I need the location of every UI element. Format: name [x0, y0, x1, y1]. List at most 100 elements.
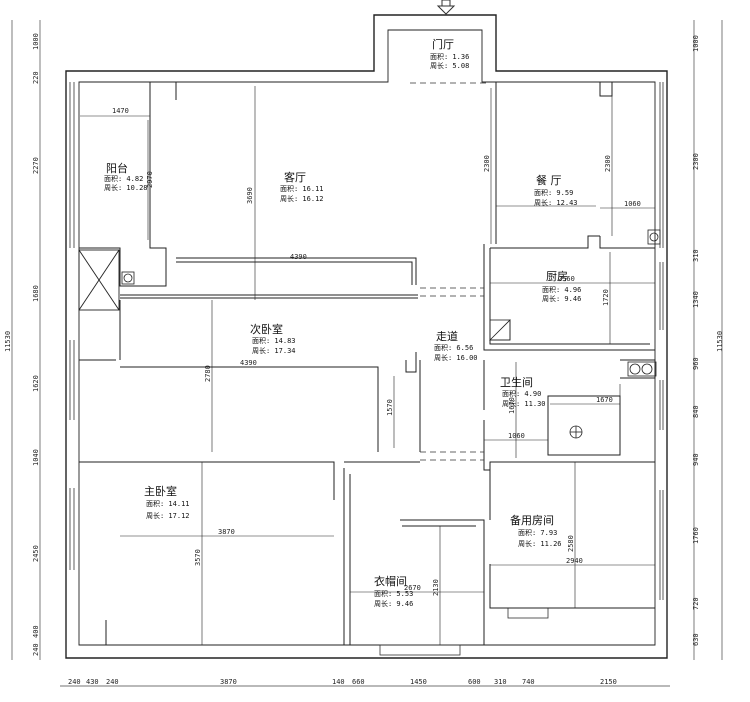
dim-label: 2940: [566, 557, 583, 565]
bottom-dim: 140: [332, 678, 345, 686]
room-name-kitchen: 厨房: [546, 270, 568, 283]
outer-walls: [65, 14, 668, 659]
bottom-dim: 310: [494, 678, 507, 686]
room-area-dining: 面积: 9.59: [534, 188, 573, 197]
dim-label: 3570: [194, 549, 202, 566]
room-perim-dining: 周长: 12.43: [534, 198, 578, 207]
bottom-dim: 600: [468, 678, 481, 686]
entrance-arrow-icon: [436, 0, 456, 15]
right-dim: 1000: [692, 35, 700, 52]
bottom-dim: 3870: [220, 678, 237, 686]
dim-label: 1060: [624, 200, 641, 208]
room-name-master-bedroom: 主卧室: [144, 484, 177, 498]
dim-label: 4390: [290, 253, 307, 261]
bottom-dim: 430: [86, 678, 99, 686]
outer-dimension-axes: [11, 20, 723, 687]
bottom-dim: 2150: [600, 678, 617, 686]
dim-label: 1670: [508, 397, 516, 414]
right-dim: 960: [692, 357, 700, 370]
bottom-dim: 740: [522, 678, 535, 686]
room-perim-living: 周长: 16.12: [280, 194, 324, 203]
left-dim: 1000: [32, 33, 40, 50]
dim-label: 2970: [146, 171, 154, 188]
left-dim: 2450: [32, 545, 40, 562]
dim-label: 1060: [508, 432, 525, 440]
right-dim: 2300: [692, 153, 700, 170]
bottom-dim: 1450: [410, 678, 427, 686]
room-area-living: 面积: 16.11: [280, 184, 324, 193]
room-perim-spare-room: 周长: 11.26: [518, 539, 562, 548]
room-name-spare-room: 备用房间: [510, 513, 554, 527]
room-area-bathroom: 面积: 4.90: [502, 389, 541, 398]
fixtures: [121, 229, 661, 439]
balcony-window: [69, 82, 664, 656]
left-dim: 400: [32, 625, 40, 638]
bottom-dim: 660: [352, 678, 365, 686]
dim-label: 2300: [483, 155, 491, 172]
room-perim-closet: 周长: 9.46: [374, 599, 413, 608]
dim-label: 1570: [386, 399, 394, 416]
right-dim: 940: [692, 453, 700, 466]
right-dimension-labels: 1000 2300 310 1340 960 840 940 1760 720 …: [692, 35, 724, 646]
interior-dimension-labels: 1470 2970 3690 4390 2300 2300 1060 2560 …: [112, 107, 641, 596]
left-total-dim: 11530: [4, 331, 12, 352]
room-perim-corridor: 周长: 16.00: [434, 353, 478, 362]
room-name-bathroom: 卫生间: [500, 375, 533, 389]
room-name-closet: 衣帽间: [374, 574, 407, 588]
dim-label: 2560: [558, 275, 575, 283]
right-dim: 630: [692, 633, 700, 646]
dim-label: 2130: [432, 579, 440, 596]
dim-label: 3690: [246, 187, 254, 204]
right-total-dim: 11530: [716, 331, 724, 352]
room-labels: 门厅 面积: 1.36 周长: 5.08 阳台 面积: 4.82 周长: 10.…: [104, 37, 581, 608]
dim-label: 4390: [240, 359, 257, 367]
room-area-corridor: 面积: 6.56: [434, 343, 473, 352]
dim-label: 1720: [602, 289, 610, 306]
left-dimension-labels: 1000 220 2270 1680 1620 1040 2450 240 40…: [4, 33, 40, 656]
room-perim-bathroom: 周长: 11.30: [502, 399, 546, 408]
left-dim: 240: [32, 643, 40, 656]
bottom-dim: 240: [106, 678, 119, 686]
left-dim: 220: [32, 71, 40, 84]
dim-label: 1470: [112, 107, 129, 115]
left-dim: 1620: [32, 375, 40, 392]
door-openings: [410, 82, 488, 461]
dim-label: 2670: [404, 584, 421, 592]
right-dim: 1760: [692, 527, 700, 544]
room-name-balcony: 阳台: [106, 161, 128, 175]
left-dim: 1040: [32, 449, 40, 466]
right-dim: 720: [692, 597, 700, 610]
room-perim-kitchen: 周长: 9.46: [542, 294, 581, 303]
right-dim: 840: [692, 405, 700, 418]
room-name-entrance: 门厅: [432, 37, 454, 51]
room-area-entrance: 面积: 1.36: [430, 52, 469, 61]
shaft-icon: [78, 249, 120, 311]
room-perim-second-bedroom: 周长: 17.34: [252, 346, 296, 355]
room-area-kitchen: 面积: 4.96: [542, 285, 581, 294]
dim-label: 3870: [218, 528, 235, 536]
dimension-lines: [80, 86, 655, 645]
dim-label: 1670: [596, 396, 613, 404]
dim-label: 2780: [204, 365, 212, 382]
room-perim-entrance: 周长: 5.08: [430, 61, 469, 70]
bottom-dimension-labels: 240 430 240 3870 140 660 1450 600 310 74…: [68, 678, 617, 686]
room-area-closet: 面积: 5.53: [374, 589, 413, 598]
room-area-spare-room: 面积: 7.93: [518, 528, 557, 537]
room-area-master-bedroom: 面积: 14.11: [146, 499, 190, 508]
room-name-living: 客厅: [284, 170, 306, 184]
room-name-corridor: 走道: [436, 329, 458, 343]
bottom-dim: 240: [68, 678, 81, 686]
right-dim: 310: [692, 249, 700, 262]
room-name-second-bedroom: 次卧室: [250, 322, 283, 336]
right-dim: 1340: [692, 291, 700, 308]
room-perim-master-bedroom: 周长: 17.12: [146, 511, 190, 520]
left-dim: 1680: [32, 285, 40, 302]
room-area-second-bedroom: 面积: 14.83: [252, 336, 296, 345]
dim-label: 2580: [567, 535, 575, 552]
dim-label: 2300: [604, 155, 612, 172]
room-perim-balcony: 周长: 10.28: [104, 183, 148, 192]
left-dim: 2270: [32, 157, 40, 174]
room-area-balcony: 面积: 4.82: [104, 174, 143, 183]
room-name-dining: 餐 厅: [536, 173, 562, 187]
